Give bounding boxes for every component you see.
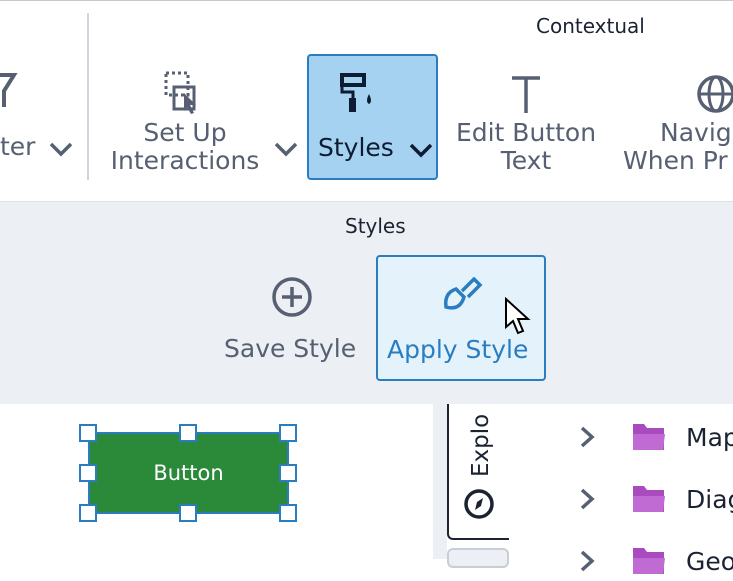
navigate-label-2: When Pr [623, 146, 728, 175]
text-icon [512, 76, 540, 113]
folder-icon [633, 486, 665, 512]
explore-tab[interactable]: Explo [447, 404, 509, 540]
filter-button[interactable]: ter [0, 71, 85, 181]
filter-label: ter [0, 132, 36, 161]
contextual-group-label: Contextual [536, 14, 645, 38]
ribbon: Contextual ter Set Up Interactions Style… [0, 0, 733, 201]
brush-icon [443, 277, 483, 310]
tree-item[interactable]: Geo [578, 541, 733, 581]
resize-handle[interactable] [79, 464, 97, 482]
chevron-down-icon [274, 142, 298, 157]
secondary-tab[interactable] [447, 548, 509, 568]
resize-handle[interactable] [279, 464, 297, 482]
save-style-label: Save Style [224, 334, 357, 363]
set-up-label-1: Set Up [143, 118, 227, 147]
resize-handle[interactable] [279, 504, 297, 522]
resize-handle[interactable] [79, 504, 97, 522]
tree-item-label: Geo [686, 546, 733, 576]
ribbon-separator [87, 13, 89, 180]
design-canvas[interactable]: Button [0, 404, 433, 559]
resize-handle[interactable] [179, 504, 197, 522]
set-up-label-2: Interactions [110, 146, 260, 175]
folder-icon [633, 548, 665, 574]
styles-label: Styles [318, 133, 394, 162]
edit-button-label-1: Edit Button [455, 118, 597, 147]
tree-item[interactable]: Diag [578, 479, 733, 519]
tree-item-label: Diag [686, 484, 733, 514]
explore-tab-label: Explo [468, 413, 494, 477]
tree-item[interactable]: Map [578, 417, 733, 457]
styles-panel-title: Styles [345, 214, 406, 238]
resize-handle[interactable] [79, 424, 97, 442]
edit-button-text-button[interactable]: Edit Button Text [448, 61, 604, 181]
resize-handle[interactable] [179, 424, 197, 442]
set-up-interactions-button[interactable]: Set Up Interactions [100, 61, 300, 181]
globe-icon [697, 75, 733, 113]
resize-handle[interactable] [279, 424, 297, 442]
filter-icon [0, 73, 18, 107]
compass-icon [464, 489, 494, 519]
save-style-button[interactable]: Save Style [222, 270, 364, 380]
chevron-right-icon[interactable] [578, 425, 598, 449]
folder-icon [633, 424, 665, 450]
navigate-label-1: Navig [660, 118, 732, 147]
edit-button-label-2: Text [500, 146, 552, 175]
apply-style-button[interactable]: Apply Style [376, 255, 546, 381]
interaction-select-icon [164, 71, 196, 114]
explorer-panel [509, 404, 733, 559]
styles-dropdown-panel [0, 201, 733, 404]
styles-button[interactable]: Styles [307, 54, 438, 180]
chevron-right-icon[interactable] [578, 549, 598, 573]
navigate-button[interactable]: Navig When Pr [620, 61, 733, 181]
mouse-cursor-icon [505, 297, 531, 335]
chevron-down-icon [409, 143, 433, 158]
chevron-right-icon[interactable] [578, 487, 598, 511]
chevron-down-icon [49, 142, 73, 157]
panel-divider [433, 404, 447, 559]
tree-item-label: Map [686, 422, 733, 452]
plus-circle-icon [272, 277, 312, 317]
paint-roller-icon [340, 73, 371, 112]
apply-style-label: Apply Style [387, 335, 529, 364]
canvas-button-element[interactable]: Button [88, 432, 289, 514]
